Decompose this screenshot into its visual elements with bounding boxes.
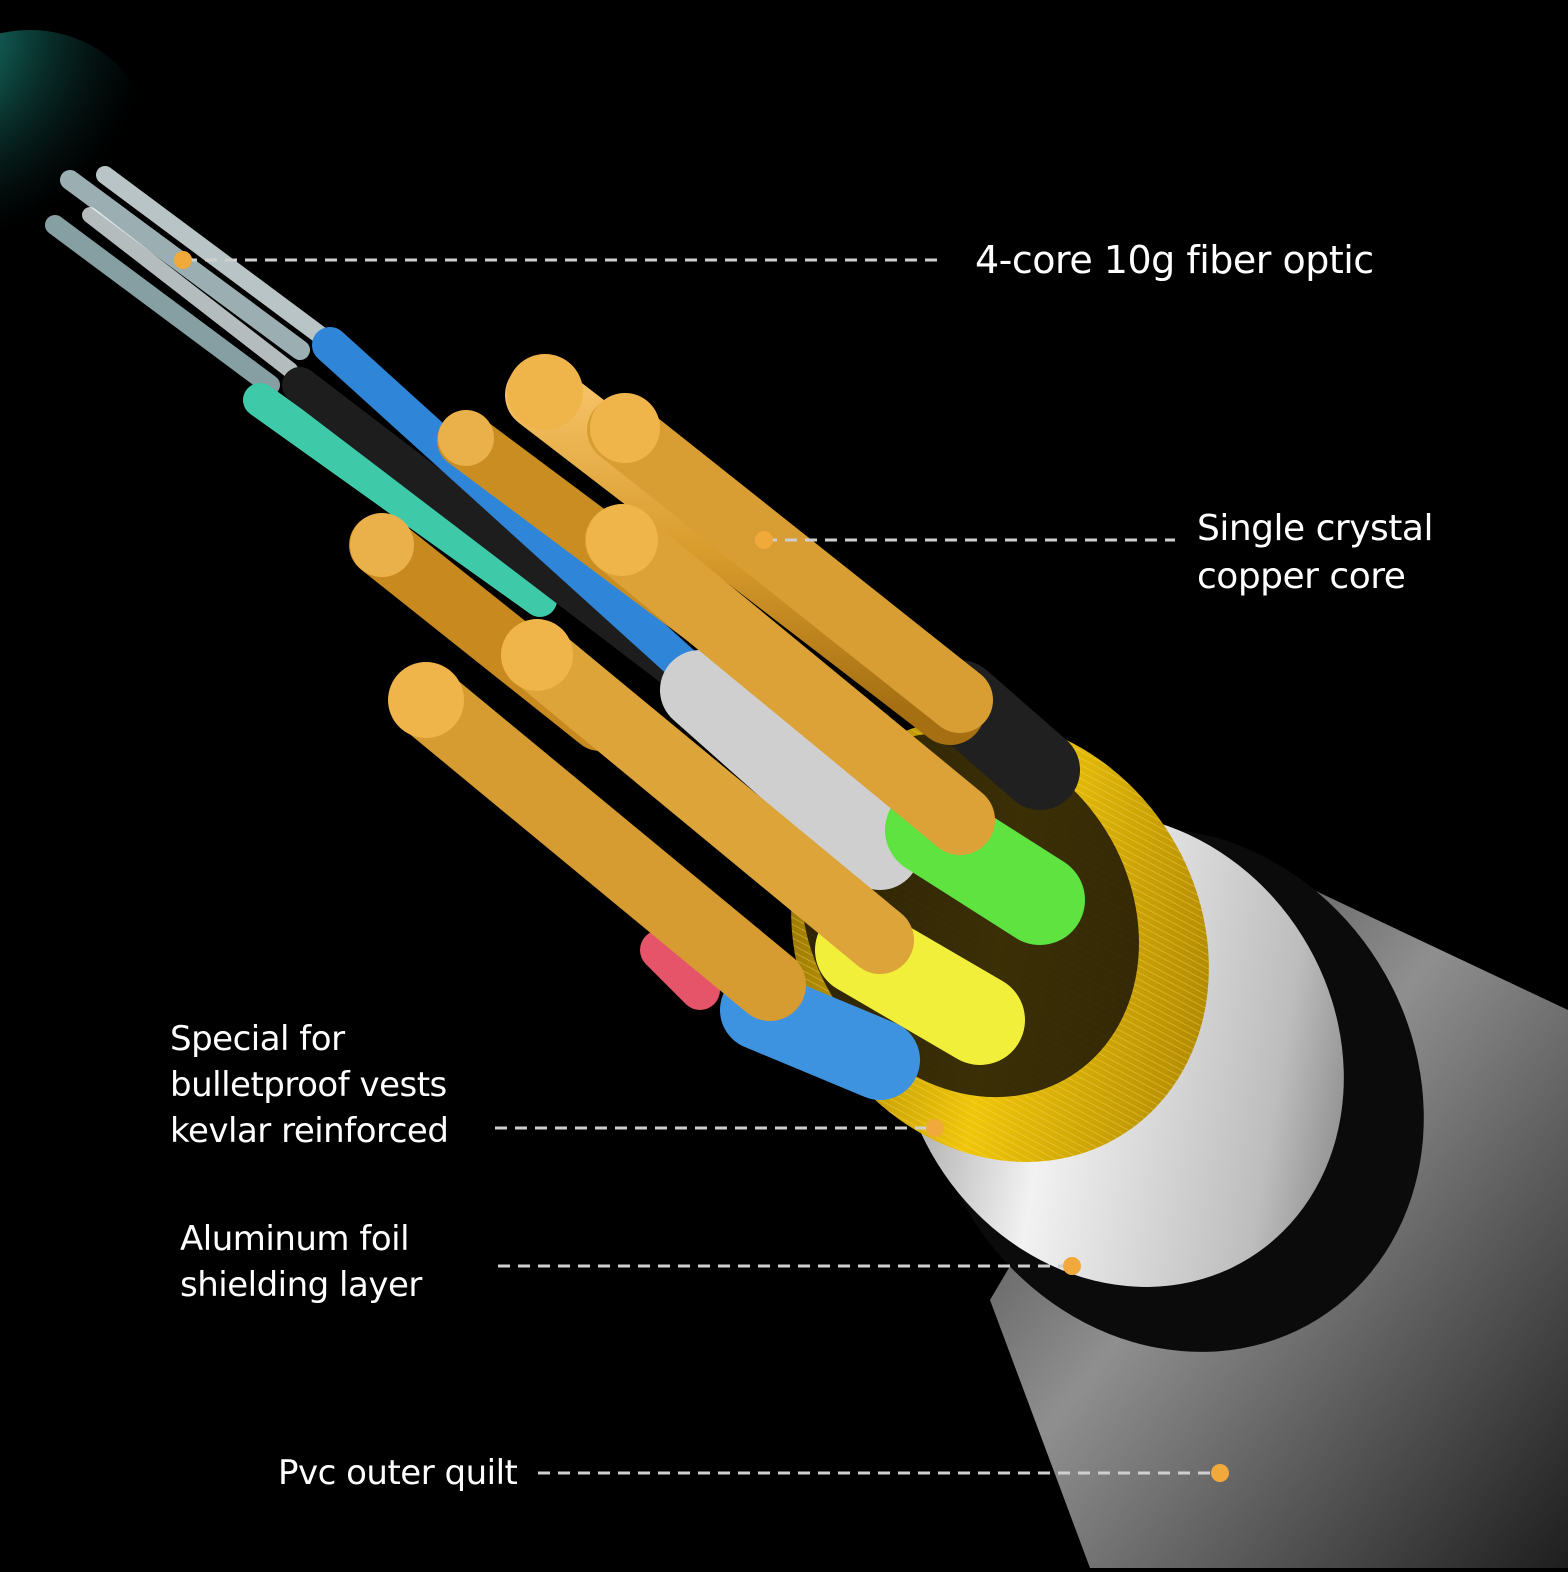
- leader-lines: [185, 258, 1218, 1475]
- marker-dot-kevlar: [926, 1119, 944, 1137]
- label-line: Special for: [170, 1019, 345, 1059]
- label-kevlar: Special for bulletproof vests kevlar rei…: [170, 1016, 449, 1154]
- marker-dot-copper: [755, 531, 773, 549]
- label-line: Pvc outer quilt: [278, 1453, 518, 1493]
- label-fiber-optic: 4-core 10g fiber optic: [975, 237, 1374, 283]
- label-pvc-outer: Pvc outer quilt: [278, 1450, 518, 1496]
- label-line: bulletproof vests: [170, 1065, 447, 1105]
- label-line: copper core: [1197, 556, 1406, 597]
- label-line: Single crystal: [1197, 508, 1433, 549]
- fiber-optic-strands: [45, 166, 329, 395]
- marker-dots: [174, 251, 1229, 1482]
- marker-dot-fiber: [174, 251, 192, 269]
- copper-conductors: [349, 354, 995, 1021]
- marker-dot-foil: [1063, 1257, 1081, 1275]
- label-line: shielding layer: [180, 1265, 422, 1305]
- label-aluminum-foil: Aluminum foil shielding layer: [180, 1216, 422, 1308]
- label-line: 4-core 10g fiber optic: [975, 238, 1374, 282]
- marker-dot-pvc: [1211, 1464, 1229, 1482]
- label-line: Aluminum foil: [180, 1219, 410, 1259]
- fiber-glow: [0, 30, 150, 250]
- label-copper-core: Single crystal copper core: [1197, 505, 1433, 601]
- label-line: kevlar reinforced: [170, 1111, 449, 1151]
